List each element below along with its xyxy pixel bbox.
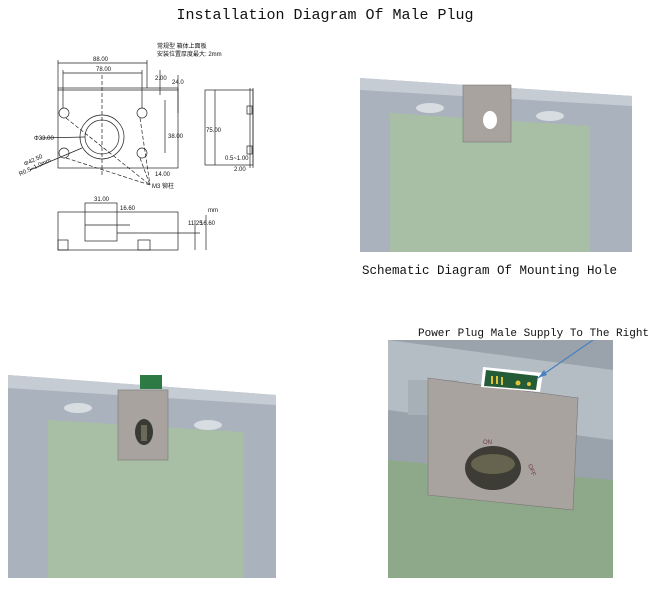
mounting-hole-caption: Schematic Diagram Of Mounting Hole — [362, 264, 618, 278]
svg-text:14.00: 14.00 — [155, 172, 171, 178]
svg-text:0.5~1.00: 0.5~1.00 — [225, 156, 249, 162]
note-line-2: 安装位置厚度最大: 2mm — [157, 50, 222, 58]
svg-text:38.00: 38.00 — [168, 134, 184, 140]
installed-plug-image — [8, 375, 276, 578]
svg-text:11.25: 11.25 — [188, 221, 203, 227]
svg-text:78.00: 78.00 — [96, 67, 112, 73]
svg-text:mm: mm — [208, 208, 218, 214]
svg-text:16.60: 16.60 — [120, 206, 136, 212]
note-line-1: 常规型 箱体上面板 — [157, 42, 207, 50]
svg-text:31.00: 31.00 — [94, 197, 110, 203]
power-plug-closeup-image: ON OFF — [388, 340, 613, 578]
svg-text:M3 铆柱: M3 铆柱 — [152, 182, 174, 190]
mounting-hole-image — [360, 78, 632, 252]
svg-text:75.00: 75.00 — [206, 128, 222, 134]
switch-off-label: OFF — [526, 464, 536, 478]
technical-drawing: 常规型 箱体上面板 安装位置厚度最大: 2mm 88.00 78.00 2.00… — [18, 42, 254, 251]
svg-text:2.00: 2.00 — [155, 76, 167, 82]
page-title: Installation Diagram Of Male Plug — [176, 7, 474, 24]
svg-text:Φ33.00: Φ33.00 — [34, 136, 54, 142]
power-plug-caption: Power Plug Male Supply To The Right — [418, 328, 650, 340]
svg-text:16.60: 16.60 — [200, 221, 216, 227]
svg-text:24.0: 24.0 — [172, 80, 184, 86]
pointer-arrow — [537, 340, 594, 379]
svg-text:88.00: 88.00 — [93, 57, 109, 63]
svg-text:2.00: 2.00 — [234, 167, 246, 173]
switch-on-label: ON — [483, 440, 492, 446]
